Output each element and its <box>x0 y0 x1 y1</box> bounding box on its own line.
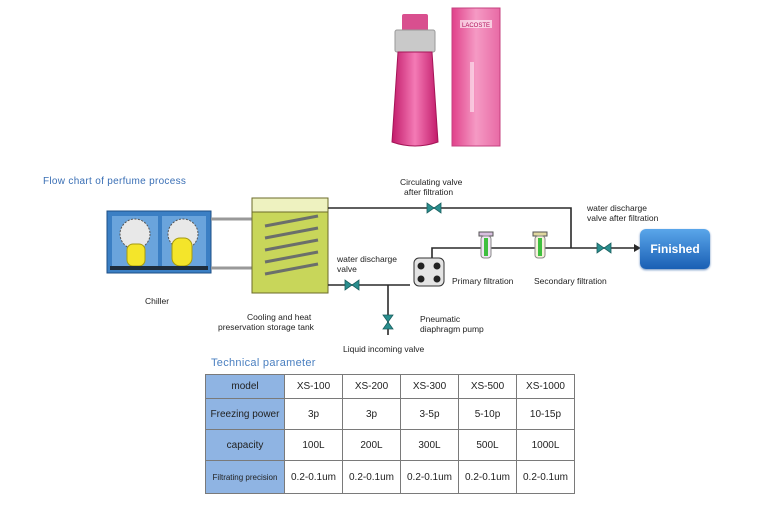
table-cell: 1000L <box>516 429 575 461</box>
table-cell: 100L <box>284 429 343 461</box>
row-header: Freezing power <box>205 398 285 430</box>
table-cell: 5-10p <box>458 398 517 430</box>
table-cell: 500L <box>458 429 517 461</box>
table-cell: XS-500 <box>458 374 517 399</box>
process-diagram <box>106 197 641 335</box>
circulating-valve-icon <box>426 202 435 214</box>
table-cell: 0.2-0.1um <box>284 460 343 494</box>
table-cell: 10-15p <box>516 398 575 430</box>
flow-chart-title: Flow chart of perfume process <box>43 176 187 187</box>
perfume-product-image: LACOSTE <box>391 7 501 147</box>
primary-filtration-label: Primary filtration <box>452 276 514 286</box>
circulating-valve-label-line2: after filtration <box>404 187 454 197</box>
chiller-unit <box>106 210 212 274</box>
liquid-incoming-valve-icon <box>382 314 394 323</box>
product-brand-label: LACOSTE <box>462 23 490 29</box>
table-cell: 0.2-0.1um <box>342 460 401 494</box>
technical-parameter-title: Technical parameter <box>211 357 316 369</box>
pump-label-line2: diaphragm pump <box>420 324 484 334</box>
pump-label-line1: Pneumatic <box>420 314 461 324</box>
table-row: Freezing power 3p 3p 3-5p 5-10p 10-15p <box>205 398 575 430</box>
water-discharge-label-line1: water discharge <box>337 254 398 264</box>
row-header: Filtrating precision <box>205 460 285 494</box>
table-cell: XS-200 <box>342 374 401 399</box>
table-row: Filtrating precision 0.2-0.1um 0.2-0.1um… <box>205 460 575 494</box>
finished-badge: Finished <box>640 229 710 269</box>
row-header-text: Filtrating precision <box>212 472 278 482</box>
water-discharge-label-line2: valve <box>337 264 357 274</box>
table-cell: 0.2-0.1um <box>400 460 459 494</box>
table-cell: 200L <box>342 429 401 461</box>
tank-label-line1: Cooling and heat <box>247 312 312 322</box>
technical-parameter-table: model XS-100 XS-200 XS-300 XS-500 XS-100… <box>205 374 575 494</box>
table-cell: XS-300 <box>400 374 459 399</box>
diaphragm-pump-icon <box>413 257 445 287</box>
table-cell: 3p <box>342 398 401 430</box>
table-cell: 3p <box>284 398 343 430</box>
discharge-after-filtration-label-line1: water discharge <box>587 203 648 213</box>
discharge-after-filtration-valve-icon <box>596 242 605 254</box>
liquid-incoming-valve-label: Liquid incoming valve <box>343 344 425 354</box>
tank-label-line2: preservation storage tank <box>218 322 314 332</box>
discharge-after-filtration-label-line2: valve after filtration <box>587 213 659 223</box>
table-cell: 0.2-0.1um <box>516 460 575 494</box>
table-cell: XS-1000 <box>516 374 575 399</box>
table-row: capacity 100L 200L 300L 500L 1000L <box>205 429 575 461</box>
water-discharge-valve-icon <box>344 279 353 291</box>
table-cell: 0.2-0.1um <box>458 460 517 494</box>
table-row: model XS-100 XS-200 XS-300 XS-500 XS-100… <box>205 374 575 399</box>
storage-tank <box>251 197 329 294</box>
secondary-filtration-label: Secondary filtration <box>534 276 607 286</box>
circulating-valve-label-line1: Circulating valve <box>400 177 463 187</box>
secondary-filter-icon <box>532 231 548 259</box>
chiller-label: Chiller <box>145 296 170 306</box>
table-cell: 300L <box>400 429 459 461</box>
row-header: model <box>205 374 285 399</box>
primary-filter-icon <box>478 231 494 259</box>
row-header: capacity <box>205 429 285 461</box>
table-cell: 3-5p <box>400 398 459 430</box>
table-cell: XS-100 <box>284 374 343 399</box>
